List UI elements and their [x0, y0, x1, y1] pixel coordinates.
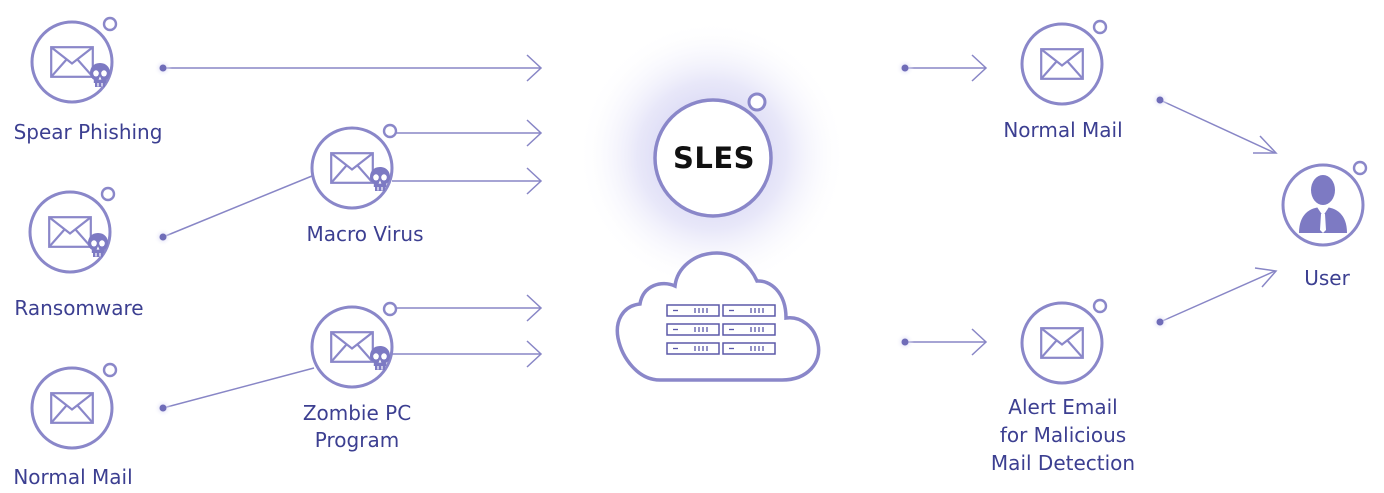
macro-virus-label: Macro Virus [306, 222, 424, 246]
alert-email-label-line3: Mail Detection [990, 451, 1136, 475]
server-rack-icon [666, 304, 776, 355]
sles-node [653, 92, 773, 218]
sles-label: SLES [672, 141, 756, 175]
arrowheads [526, 54, 1278, 368]
normal-mail-source-label: Normal Mail [13, 465, 133, 489]
connector-lines [162, 67, 1276, 409]
spear-phishing-node [30, 16, 118, 104]
alert-email-label-line2: for Malicious [999, 423, 1127, 447]
user-icon [1299, 175, 1347, 233]
zombie-pc-label-line1: Zombie PC [302, 401, 412, 425]
ransomware-label: Ransomware [14, 296, 144, 320]
zombie-pc-node [310, 301, 398, 389]
alert-email-label-line1: Alert Email [1008, 395, 1118, 419]
server-leds [673, 308, 764, 351]
zombie-pc-label-line2: Program [314, 428, 400, 452]
user-label: User [1304, 266, 1350, 290]
normal-mail-source-node [30, 362, 118, 450]
ransomware-node [28, 186, 116, 274]
alert-email-node [1020, 298, 1108, 385]
user-node [1281, 160, 1368, 247]
start-dots [154, 59, 1169, 417]
normal-mail-output-node [1020, 19, 1108, 106]
macro-virus-node [310, 123, 398, 210]
spear-phishing-label: Spear Phishing [13, 120, 163, 144]
normal-mail-output-label: Normal Mail [1003, 118, 1123, 142]
